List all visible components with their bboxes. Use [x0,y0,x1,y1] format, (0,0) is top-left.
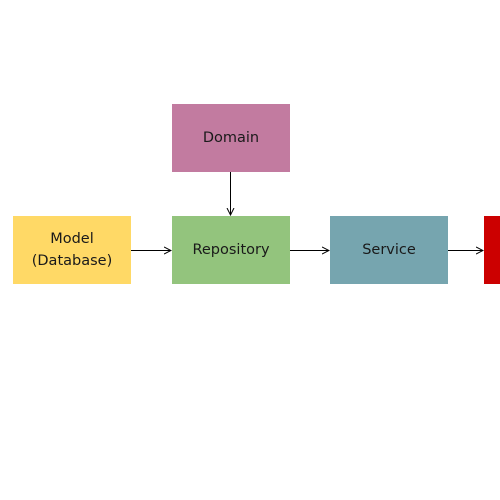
repository-node-label: Repository [192,242,270,258]
model-node-label: Model (Database) [31,231,113,269]
model-node: Model (Database) [13,216,131,284]
domain-node-label: Domain [202,130,260,146]
domain-node: Domain [172,104,290,172]
controller-node [484,216,500,284]
repository-node: Repository [172,216,290,284]
service-node-label: Service [362,242,416,258]
service-node: Service [330,216,448,284]
